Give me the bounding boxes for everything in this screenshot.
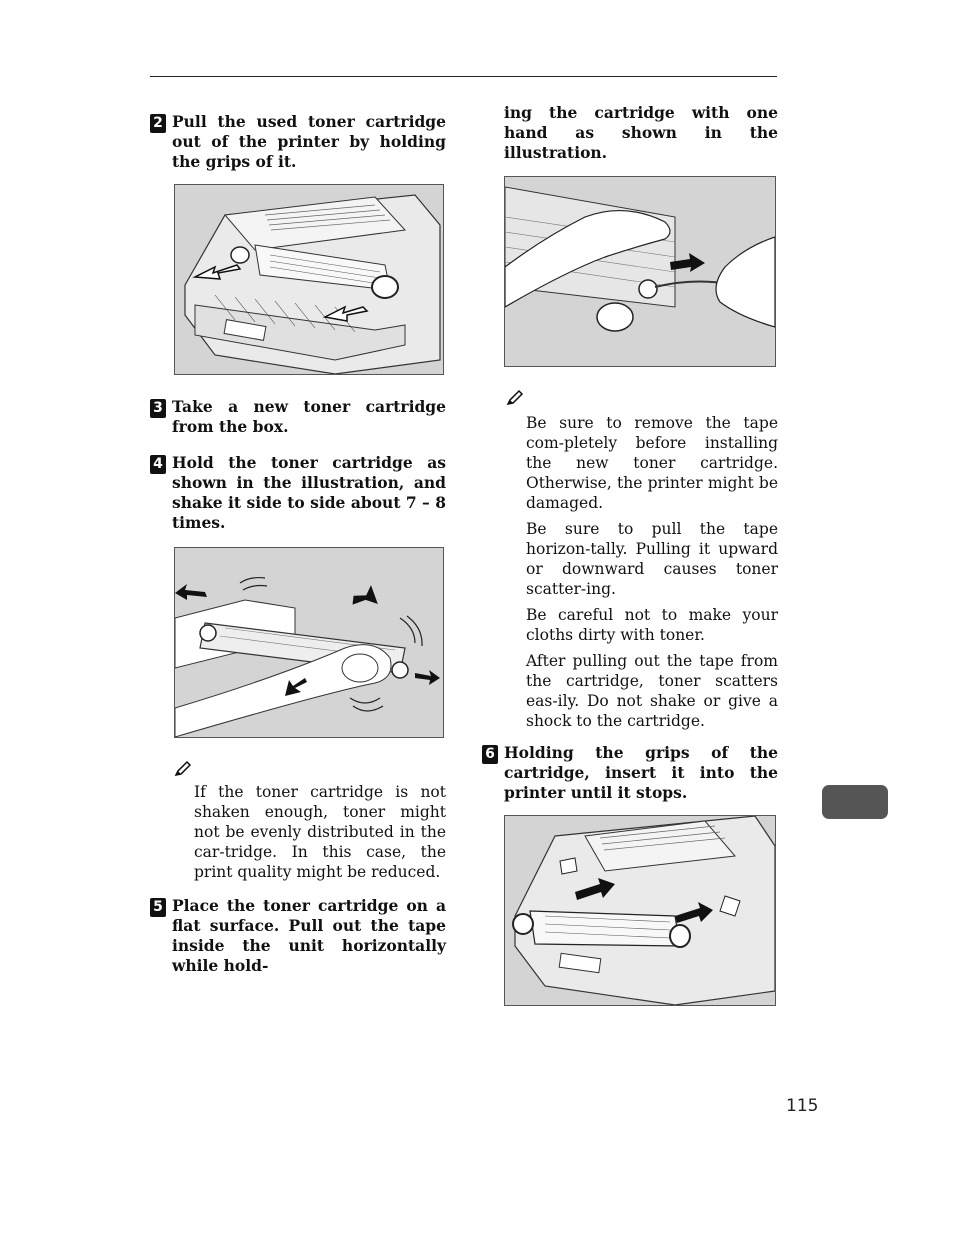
step-number-3: 3 [150, 399, 166, 418]
step-5: 5 Place the toner cartridge on a flat su… [150, 896, 446, 976]
step-number-5: 5 [150, 898, 166, 917]
note-step-5: Be sure to remove the tape com-pletely b… [504, 389, 778, 731]
step-number-6: 6 [482, 745, 498, 764]
step-4-text: Hold the toner cartridge as shown in the… [172, 453, 446, 532]
step-5-continued-text: ing the cartridge with one hand as shown… [504, 103, 778, 162]
step-6-text: Holding the grips of the cartridge, inse… [504, 743, 778, 802]
note-step-4: If the toner cartridge is not shaken eno… [172, 760, 446, 882]
figure-remove-tape [504, 176, 776, 367]
step-2-text: Pull the used toner cartridge out of the… [172, 112, 446, 171]
shaking-cartridge-illustration [175, 576, 440, 737]
step-5-continued: ing the cartridge with one hand as shown… [482, 103, 778, 163]
step-number-4: 4 [150, 455, 166, 474]
step-3: 3 Take a new toner cartridge from the bo… [150, 397, 446, 437]
left-column: 2 Pull the used toner cartridge out of t… [150, 112, 446, 976]
note-step-5-item-4: After pulling out the tape from the cart… [526, 652, 778, 730]
header-rule [150, 76, 777, 77]
tape-removal-illustration [505, 186, 775, 332]
note-step-5-item-3: Be careful not to make your cloths dirty… [526, 606, 778, 644]
printer-open-illustration [184, 194, 441, 374]
step-4: 4 Hold the toner cartridge as shown in t… [150, 453, 446, 533]
printer-insert-illustration [512, 816, 775, 1005]
pencil-icon [174, 760, 192, 777]
step-3-text: Take a new toner cartridge from the box. [172, 397, 446, 436]
chapter-tab [822, 785, 888, 819]
step-5-text: Place the toner cartridge on a flat surf… [172, 896, 446, 975]
pencil-icon [506, 389, 524, 406]
page-number: 115 [786, 1096, 819, 1116]
step-2: 2 Pull the used toner cartridge out of t… [150, 112, 446, 172]
right-column: ing the cartridge with one hand as shown… [482, 103, 778, 1006]
note-step-4-item: If the toner cartridge is not shaken eno… [194, 783, 446, 881]
figure-insert-cartridge [504, 815, 776, 1006]
figure-shake-cartridge [174, 547, 444, 738]
note-step-5-item-1: Be sure to remove the tape com-pletely b… [526, 414, 778, 512]
step-6: 6 Holding the grips of the cartridge, in… [482, 743, 778, 803]
step-number-2: 2 [150, 114, 166, 133]
figure-remove-cartridge [174, 184, 444, 375]
note-step-5-item-2: Be sure to pull the tape horizon-tally. … [526, 520, 778, 598]
